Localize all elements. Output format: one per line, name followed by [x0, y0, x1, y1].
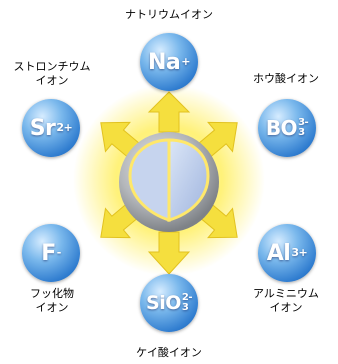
label-sodium: ナトリウムイオン — [125, 8, 213, 21]
label-strontium: ストロンチウム イオン — [13, 60, 91, 87]
label-borate: ホウ酸イオン — [253, 72, 319, 85]
core-glass-half — [128, 138, 171, 223]
ion-fluoride: F- — [22, 224, 80, 282]
core-blue-half — [167, 138, 210, 222]
label-silicate: ケイ酸イオン — [136, 346, 202, 359]
label-fluoride: フッ化物 イオン — [30, 287, 74, 314]
ion-sodium: Na+ — [140, 33, 198, 91]
label-aluminium: アルミニウム イオン — [253, 287, 319, 314]
arrow-up — [147, 91, 191, 133]
arrow-down — [147, 231, 191, 275]
